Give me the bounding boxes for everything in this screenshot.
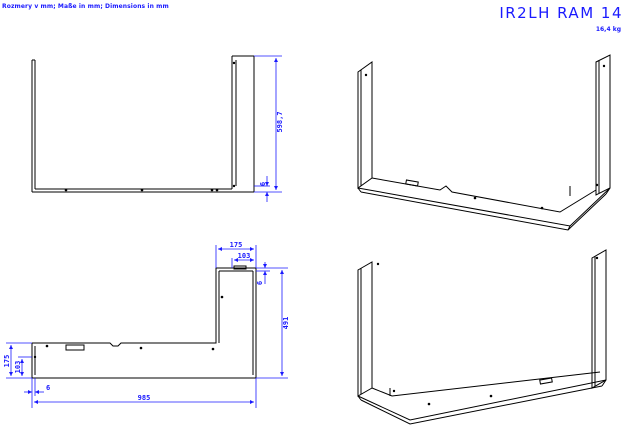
drawing-title: IR2LH RAM 14 [499, 4, 623, 22]
top-view-holes [33, 295, 224, 359]
isometric-lower-holes [376, 256, 599, 406]
dim-top-left-depth-outer: 175 [3, 355, 11, 368]
dim-front-height: 598,7 [276, 111, 284, 132]
dim-top-right-thickness: 6 [256, 281, 264, 285]
dimensions-note: Rozmery v mm; Maße in mm; Dimensions in … [2, 3, 169, 10]
isometric-view-upper [357, 54, 611, 231]
dim-top-depth-outer: 175 [230, 241, 243, 249]
front-view-dimensions [254, 55, 282, 202]
dim-top-length: 985 [138, 394, 151, 402]
weight-label: 16,4 kg [595, 26, 621, 33]
dim-top-depth-inner: 103 [238, 252, 251, 260]
top-view [31, 265, 257, 379]
isometric-upper-holes [364, 64, 606, 210]
front-view [31, 55, 255, 193]
front-view-holes [64, 61, 236, 192]
top-view-dimensions [6, 245, 288, 408]
dim-top-bottom-thickness: 6 [46, 384, 50, 392]
isometric-view-lower [357, 249, 607, 425]
dim-top-right-height: 491 [282, 317, 290, 330]
dim-front-thickness: 6 [259, 182, 267, 186]
dim-top-left-depth-inner: 103 [14, 361, 22, 374]
